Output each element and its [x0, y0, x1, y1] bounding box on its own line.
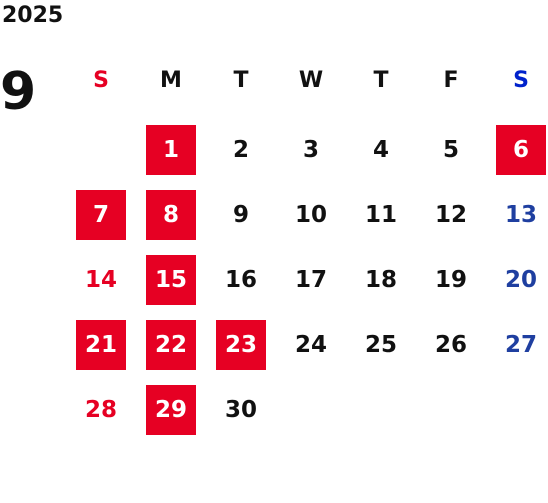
day-cell-18: 18: [364, 267, 397, 293]
day-cell-24: 24: [294, 332, 327, 358]
day-cell-5: 5: [442, 137, 459, 163]
day-cell-9: 9: [232, 202, 249, 228]
day-cell-8: 8: [146, 190, 196, 240]
day-cell-23: 23: [216, 320, 266, 370]
weekday-header-3: W: [298, 68, 324, 93]
day-cell-12: 12: [434, 202, 467, 228]
day-cell-10: 10: [294, 202, 327, 228]
year-label: 2025: [2, 3, 64, 28]
day-cell-28: 28: [84, 397, 117, 423]
day-cell-16: 16: [224, 267, 257, 293]
weekday-header-0: S: [93, 68, 109, 93]
day-cell-15: 15: [146, 255, 196, 305]
day-cell-21: 21: [76, 320, 126, 370]
day-cell-14: 14: [84, 267, 117, 293]
day-cell-29: 29: [146, 385, 196, 435]
day-cell-2: 2: [232, 137, 249, 163]
weekday-header-1: M: [160, 68, 182, 93]
day-cell-25: 25: [364, 332, 397, 358]
day-cell-27: 27: [504, 332, 537, 358]
day-cell-22: 22: [146, 320, 196, 370]
weekday-header-2: T: [233, 68, 249, 93]
day-cell-3: 3: [302, 137, 319, 163]
day-cell-1: 1: [146, 125, 196, 175]
day-cell-13: 13: [504, 202, 537, 228]
weekday-header-5: F: [443, 68, 459, 93]
day-cell-20: 20: [504, 267, 537, 293]
day-cell-4: 4: [372, 137, 389, 163]
day-cell-26: 26: [434, 332, 467, 358]
day-cell-11: 11: [364, 202, 397, 228]
day-cell-17: 17: [294, 267, 327, 293]
weekday-header-4: T: [373, 68, 389, 93]
day-cell-19: 19: [434, 267, 467, 293]
month-number: 9: [0, 62, 37, 122]
day-cell-7: 7: [76, 190, 126, 240]
day-cell-6: 6: [496, 125, 546, 175]
day-cell-30: 30: [224, 397, 257, 423]
weekday-header-6: S: [513, 68, 529, 93]
